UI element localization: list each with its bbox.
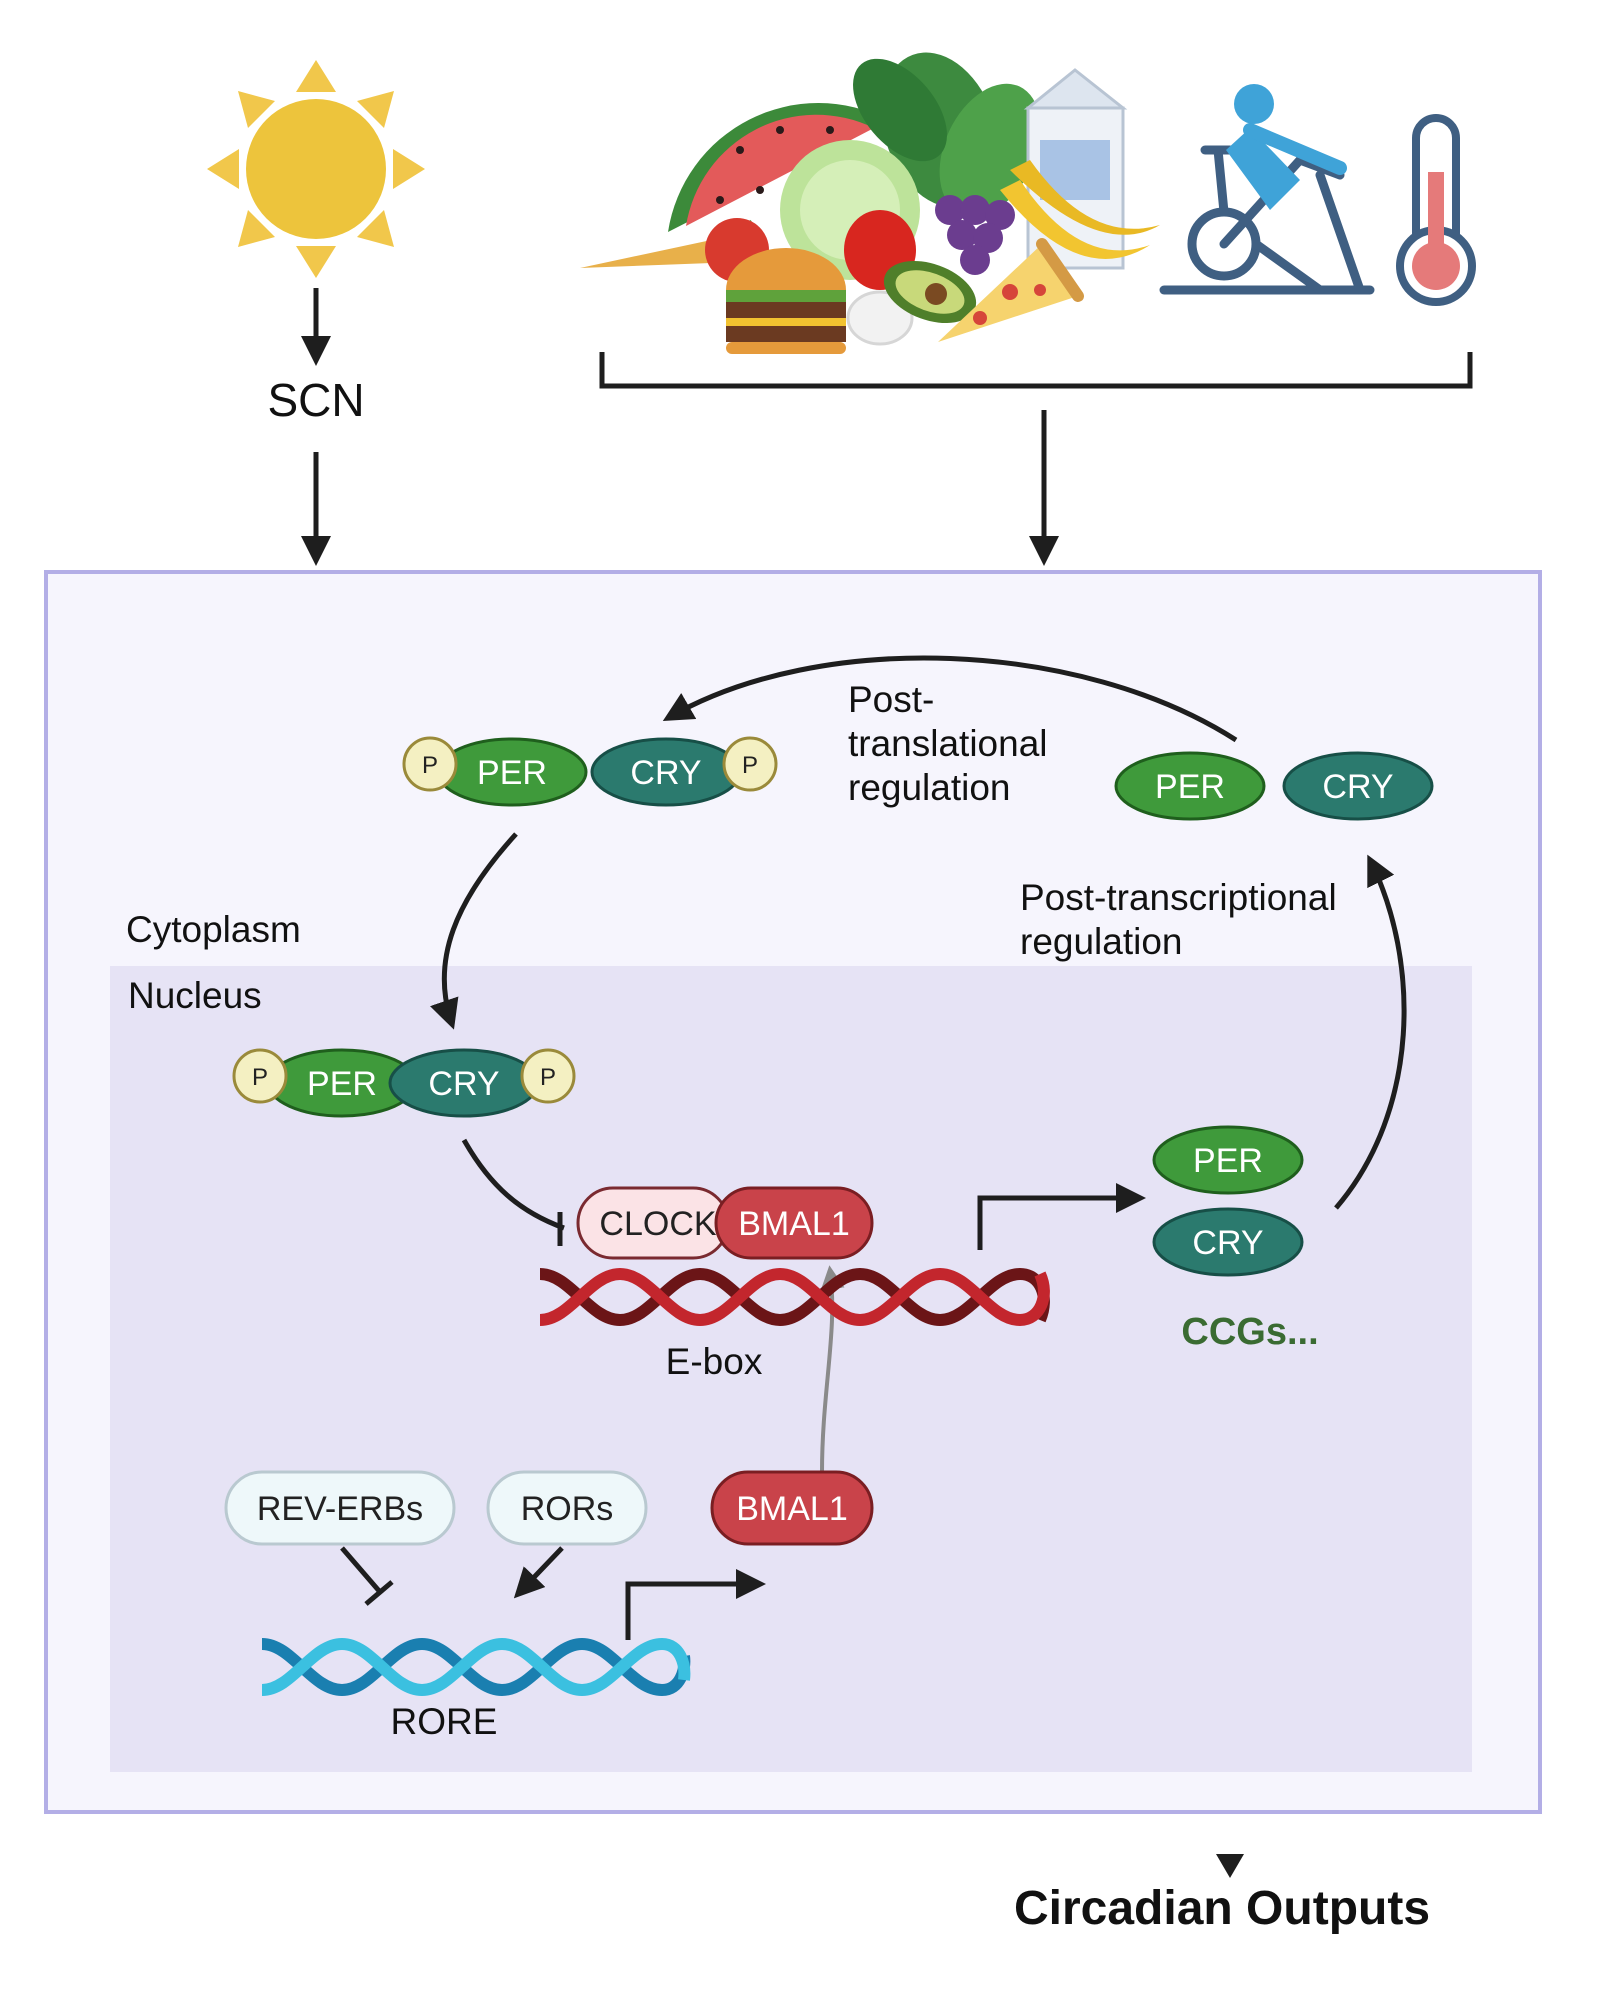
bmal1-protein — [710, 1470, 874, 1546]
rors-protein — [486, 1470, 648, 1546]
rev-erbs-label: REV-ERBs — [257, 1490, 423, 1528]
repression-line — [461, 1138, 565, 1231]
per-label-cyto-p: PER — [477, 754, 547, 792]
rors-label: RORs — [521, 1490, 614, 1528]
rore-transcription-arrow — [625, 1569, 766, 1640]
per-protein-cyto — [1114, 751, 1266, 821]
nucleus-label: Nucleus — [128, 975, 262, 1016]
per-protein-nuc — [1152, 1125, 1304, 1195]
output-arrowhead — [1216, 1854, 1244, 1878]
rev-erbs-repression-line — [340, 1546, 382, 1594]
food-icon — [580, 52, 1160, 354]
rore-dna-icon — [261, 1637, 691, 1697]
bmal1-protein-ebox — [714, 1186, 874, 1260]
phospho-label: P — [540, 1064, 556, 1091]
circadian-outputs-label: Circadian Outputs — [1014, 1882, 1430, 1935]
per-label-cyto: PER — [1155, 768, 1225, 806]
rev-erbs-repression-bar — [364, 1580, 394, 1606]
ebox-label: E-box — [666, 1341, 763, 1382]
post-translational-arrow — [662, 655, 1238, 743]
cry-protein-cyto — [1282, 751, 1434, 821]
bmal1-label-ebox: BMAL1 — [738, 1205, 850, 1243]
cry-label-nuc-p: CRY — [428, 1065, 499, 1103]
phospho-label: P — [422, 752, 438, 779]
post-transcriptional-label: Post-transcriptional regulation — [1020, 877, 1347, 962]
bmal1-label: BMAL1 — [736, 1490, 848, 1528]
cry-label-nuc: CRY — [1192, 1224, 1263, 1262]
clock-label: CLOCK — [599, 1205, 716, 1243]
post-transcriptional-arrow — [1334, 854, 1407, 1210]
phospho-badge — [232, 1048, 288, 1104]
phospho-label: P — [252, 1064, 268, 1091]
cry-label-cyto: CRY — [1322, 768, 1393, 806]
zeitgeber-bracket — [599, 352, 1473, 389]
per-label-nuc: PER — [1193, 1142, 1263, 1180]
per-label-nuc-p: PER — [307, 1065, 377, 1103]
ebox-transcription-arrow — [977, 1183, 1146, 1250]
cytoplasm-label: Cytoplasm — [126, 909, 301, 950]
ebox-dna-icon — [539, 1267, 1050, 1327]
phospho-badge — [520, 1048, 576, 1104]
nuclear-import-arrow — [430, 832, 518, 1030]
phospho-label: P — [742, 752, 758, 779]
phospho-badge — [722, 736, 778, 792]
rev-erbs-protein — [224, 1470, 456, 1546]
sun-icon — [207, 60, 425, 278]
ccgs-label: CCGs... — [1181, 1311, 1318, 1353]
rors-activation-arrow — [513, 1546, 564, 1599]
phospho-badge — [402, 736, 458, 792]
rider-icon — [1226, 84, 1347, 210]
rore-label: RORE — [391, 1701, 498, 1742]
post-translational-label: Post- translational regulation — [848, 679, 1058, 808]
scn-label: SCN — [267, 374, 364, 426]
cry-protein-nuc — [1152, 1207, 1304, 1277]
thermometer-icon — [1396, 114, 1476, 306]
cry-label-cyto-p: CRY — [630, 754, 701, 792]
